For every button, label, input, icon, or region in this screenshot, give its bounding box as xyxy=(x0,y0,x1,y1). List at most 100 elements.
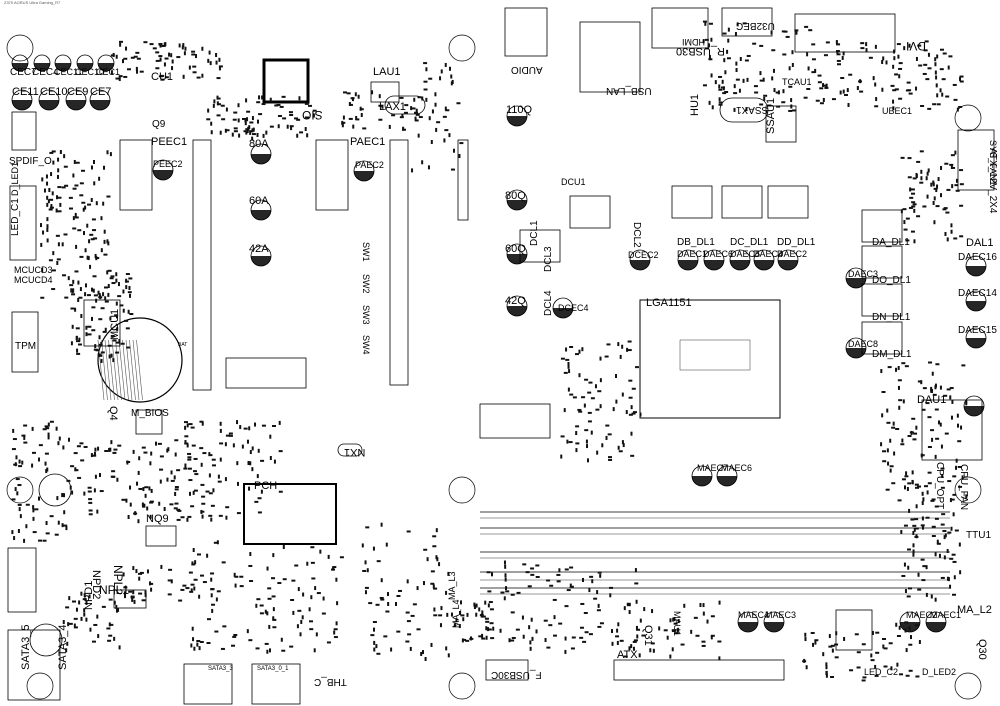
chip-pad-icon xyxy=(560,435,565,438)
chip-pad-icon xyxy=(150,488,153,493)
chip-pad-icon xyxy=(200,510,205,513)
chip-pad-icon xyxy=(149,514,152,519)
chip-pad-icon xyxy=(875,97,878,102)
chip-pad-icon xyxy=(387,601,390,606)
chip-pad-icon xyxy=(333,628,338,631)
chip-pad-icon xyxy=(149,43,154,46)
chip-pad-icon xyxy=(88,509,93,512)
chip-pad-icon xyxy=(587,391,592,394)
chip-pad-icon xyxy=(828,634,831,639)
chip-pad-icon xyxy=(125,273,130,276)
chip-pad-icon xyxy=(322,596,325,601)
chip-pad-icon xyxy=(71,289,74,294)
chip-pad-icon xyxy=(643,607,646,612)
chip-pad-icon xyxy=(782,53,787,56)
chip-pad-icon xyxy=(893,56,896,61)
chip-pad-icon xyxy=(605,424,610,427)
chip-pad-icon xyxy=(216,103,221,106)
chip-pad-icon xyxy=(836,49,839,54)
chip-pad-icon xyxy=(83,491,86,496)
chip-pad-icon xyxy=(136,69,139,74)
chip-pad-icon xyxy=(944,533,947,538)
chip-pad-icon xyxy=(272,616,275,621)
chip-pad-icon xyxy=(436,121,441,124)
chip-pad-icon xyxy=(927,446,932,449)
chip-pad-icon xyxy=(567,387,570,392)
chip-pad-icon xyxy=(219,130,222,135)
chip-pad-icon xyxy=(190,588,193,593)
chip-pad-icon xyxy=(950,415,953,420)
chip-pad-icon xyxy=(113,448,118,451)
chip-pad-icon xyxy=(633,639,638,642)
chip-pad-icon xyxy=(950,498,955,501)
label-daec4: DAEC4 xyxy=(753,249,784,259)
chip-pad-icon xyxy=(460,614,465,617)
chip-pad-icon xyxy=(59,150,62,155)
chip-pad-icon xyxy=(965,401,968,406)
chip-block xyxy=(119,139,153,211)
chip-pad-icon xyxy=(231,644,236,647)
chip-pad-icon xyxy=(282,117,287,120)
chip-pad-icon xyxy=(771,49,776,52)
chip-pad-icon xyxy=(62,445,65,450)
chip-pad-icon xyxy=(57,196,62,199)
chip-pad-icon xyxy=(49,198,54,201)
chip-pad-icon xyxy=(248,125,251,130)
chip-pad-icon xyxy=(900,443,905,446)
chip-pad-icon xyxy=(763,96,766,101)
chip-pad-icon xyxy=(127,291,132,294)
chip-pad-icon xyxy=(220,647,225,650)
chip-pad-icon xyxy=(200,462,203,467)
label-ce10: CE10 xyxy=(40,86,68,98)
chip-pad-icon xyxy=(920,104,925,107)
chip-pad-icon xyxy=(92,275,97,278)
chip-pad-icon xyxy=(726,49,729,54)
chip-pad-icon xyxy=(144,590,147,595)
chip-pad-icon xyxy=(97,634,100,639)
chip-pad-icon xyxy=(595,408,600,411)
chip-pad-icon xyxy=(842,51,845,56)
chip-pad-icon xyxy=(588,588,591,593)
chip-pad-icon xyxy=(87,256,90,261)
chip-pad-icon xyxy=(128,590,133,593)
chip-pad-icon xyxy=(887,461,890,466)
chip-pad-icon xyxy=(255,603,258,608)
label-42q: 42Q xyxy=(505,295,526,307)
chip-pad-icon xyxy=(959,204,964,207)
chip-pad-icon xyxy=(90,316,93,321)
chip-pad-icon xyxy=(246,129,249,134)
label-d-led1: D_LED1 xyxy=(10,161,20,196)
chip-pad-icon xyxy=(61,493,64,498)
chip-pad-icon xyxy=(129,485,132,490)
chip-pad-icon xyxy=(936,542,941,545)
chip-pad-icon xyxy=(79,442,84,445)
chip-pad-icon xyxy=(168,52,171,57)
chip-pad-icon xyxy=(566,589,571,592)
chip-pad-icon xyxy=(115,351,120,354)
chip-pad-icon xyxy=(207,108,210,113)
chip-pad-icon xyxy=(951,184,954,189)
label-daec5: DAEC5 xyxy=(730,249,761,259)
chip-pad-icon xyxy=(208,50,211,55)
chip-pad-icon xyxy=(718,103,723,106)
chip-pad-icon xyxy=(781,30,786,33)
pch-chip-icon xyxy=(243,483,337,545)
chip-pad-icon xyxy=(127,514,130,519)
chip-pad-icon xyxy=(804,632,807,637)
chip-pad-icon xyxy=(910,430,913,435)
chip-pad-icon xyxy=(921,579,926,582)
chip-pad-icon xyxy=(216,540,219,545)
chip-pad-icon xyxy=(186,517,189,522)
chip-pad-icon xyxy=(160,78,165,81)
chip-pad-icon xyxy=(23,538,26,543)
chip-pad-icon xyxy=(438,614,443,617)
chip-pad-icon xyxy=(450,74,453,79)
chip-pad-icon xyxy=(904,628,907,633)
chip-pad-icon xyxy=(435,555,438,560)
chip-pad-icon xyxy=(93,451,96,456)
chip-pad-icon xyxy=(201,421,204,426)
chip-pad-icon xyxy=(304,127,307,132)
chip-pad-icon xyxy=(192,470,197,473)
chip-pad-icon xyxy=(475,603,478,608)
chip-pad-icon xyxy=(251,446,254,451)
